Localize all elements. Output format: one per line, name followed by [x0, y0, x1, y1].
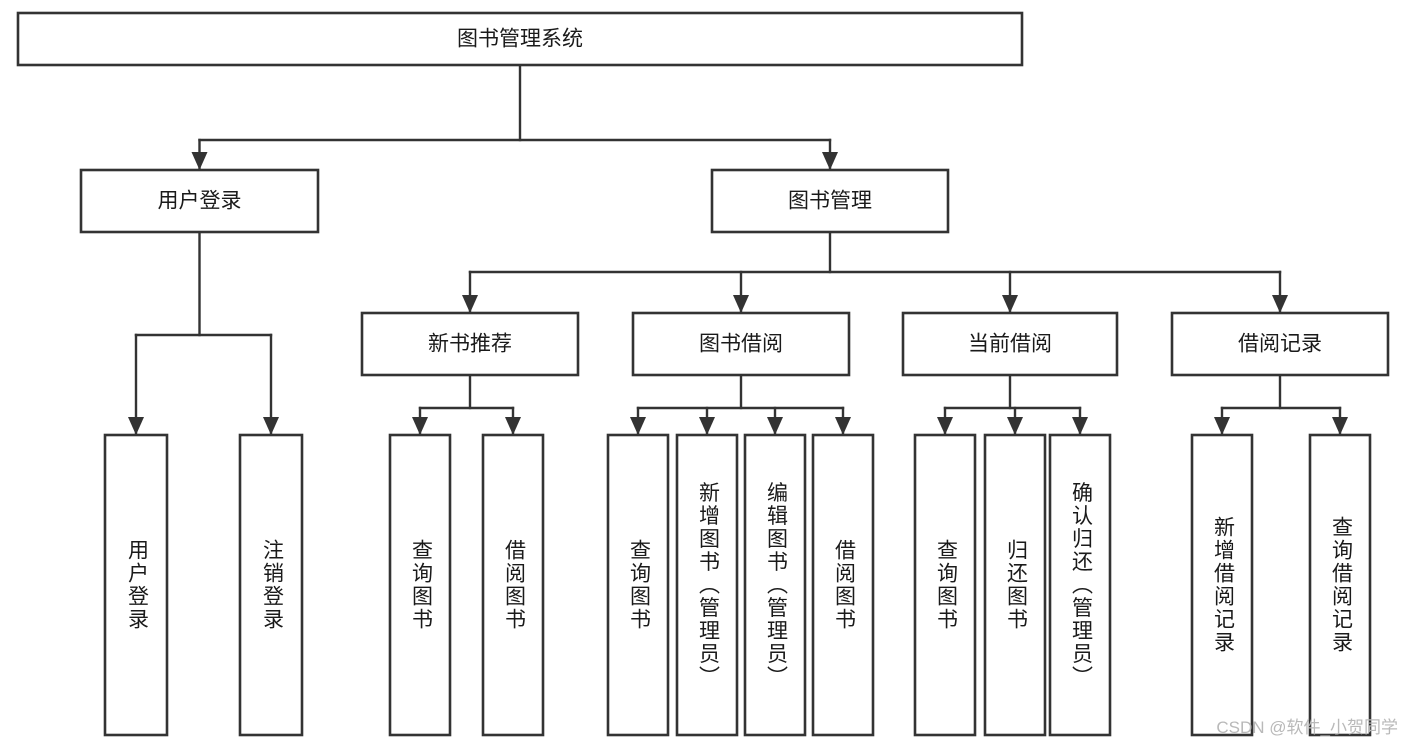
arrow-head-icon: [1007, 417, 1023, 435]
node-label: 确认归还（管理员）: [1069, 482, 1093, 689]
connector-layer: [128, 63, 1348, 437]
arrow-head-icon: [412, 417, 428, 435]
node-label: 注销登录: [260, 539, 284, 631]
edge-group-login: [128, 230, 279, 437]
node-box[interactable]: [606, 433, 670, 737]
node-leaf-query-book-2[interactable]: 查询图书: [606, 433, 670, 737]
arrow-head-icon: [1214, 417, 1230, 435]
edge-group-record: [1214, 373, 1348, 437]
arrow-head-icon: [1272, 295, 1288, 313]
node-box[interactable]: [743, 433, 807, 737]
node-leaf-query-book-1[interactable]: 查询图书: [388, 433, 452, 737]
arrow-head-icon: [835, 417, 851, 435]
arrow-head-icon: [1332, 417, 1348, 435]
node-login[interactable]: 用户登录: [79, 168, 320, 234]
node-label: 当前借阅: [968, 333, 1052, 356]
node-leaf-add-book[interactable]: 新增图书（管理员）: [675, 433, 739, 737]
arrow-head-icon: [699, 417, 715, 435]
arrow-head-icon: [1072, 417, 1088, 435]
node-label: 归还图书: [1004, 539, 1028, 631]
node-leaf-edit-book[interactable]: 编辑图书（管理员）: [743, 433, 807, 737]
node-box[interactable]: [675, 433, 739, 737]
node-box[interactable]: [1170, 311, 1390, 377]
arrow-head-icon: [822, 152, 838, 170]
node-box[interactable]: [983, 433, 1047, 737]
node-box[interactable]: [913, 433, 977, 737]
node-box[interactable]: [631, 311, 851, 377]
arrow-head-icon: [128, 417, 144, 435]
arrow-head-icon: [733, 295, 749, 313]
node-label: 图书管理系统: [457, 28, 583, 51]
node-label: 借阅图书: [832, 539, 856, 631]
node-leaf-user-login[interactable]: 用户登录: [103, 433, 169, 737]
node-label: 用户登录: [158, 190, 242, 213]
node-label: 编辑图书（管理员）: [764, 482, 788, 689]
node-leaf-return-book[interactable]: 归还图书: [983, 433, 1047, 737]
node-label: 查询借阅记录: [1329, 516, 1353, 654]
node-newbook[interactable]: 新书推荐: [360, 311, 580, 377]
node-leaf-add-record[interactable]: 新增借阅记录: [1190, 433, 1254, 737]
node-label: 图书管理: [788, 190, 872, 213]
arrow-head-icon: [462, 295, 478, 313]
edge-group-bookmgmt: [462, 230, 1288, 315]
node-root[interactable]: 图书管理系统: [16, 11, 1024, 67]
node-label: 借阅图书: [502, 539, 526, 631]
node-box[interactable]: [901, 311, 1119, 377]
arrow-head-icon: [630, 417, 646, 435]
csdn-watermark: CSDN @软件_小贺同学: [1216, 718, 1398, 737]
node-box[interactable]: [360, 311, 580, 377]
node-current[interactable]: 当前借阅: [901, 311, 1119, 377]
node-box[interactable]: [79, 168, 320, 234]
node-box[interactable]: [16, 11, 1024, 67]
node-label: 查询图书: [934, 539, 958, 631]
node-box[interactable]: [103, 433, 169, 737]
node-layer: 图书管理系统用户登录图书管理新书推荐图书借阅当前借阅借阅记录用户登录注销登录查询…: [16, 11, 1390, 737]
node-box[interactable]: [1190, 433, 1254, 737]
arrow-head-icon: [263, 417, 279, 435]
node-record[interactable]: 借阅记录: [1170, 311, 1390, 377]
node-box[interactable]: [1048, 433, 1112, 737]
node-box[interactable]: [811, 433, 875, 737]
edge-group-newbook: [412, 373, 521, 437]
node-box[interactable]: [238, 433, 304, 737]
node-box[interactable]: [710, 168, 950, 234]
node-leaf-query-record[interactable]: 查询借阅记录: [1308, 433, 1372, 737]
node-leaf-borrow-book-2[interactable]: 借阅图书: [811, 433, 875, 737]
node-box[interactable]: [388, 433, 452, 737]
arrow-head-icon: [937, 417, 953, 435]
arrow-head-icon: [505, 417, 521, 435]
arrow-head-icon: [1002, 295, 1018, 313]
arrow-head-icon: [191, 152, 208, 170]
node-label: 借阅记录: [1238, 333, 1322, 356]
node-label: 查询图书: [627, 539, 651, 631]
node-label: 新书推荐: [428, 333, 512, 356]
node-leaf-query-book-3[interactable]: 查询图书: [913, 433, 977, 737]
node-label: 查询图书: [409, 539, 433, 631]
edge-group-root: [191, 63, 838, 172]
node-leaf-logout[interactable]: 注销登录: [238, 433, 304, 737]
node-borrow[interactable]: 图书借阅: [631, 311, 851, 377]
edge-group-current: [937, 373, 1088, 437]
node-box[interactable]: [1308, 433, 1372, 737]
node-box[interactable]: [481, 433, 545, 737]
node-leaf-borrow-book-1[interactable]: 借阅图书: [481, 433, 545, 737]
node-leaf-confirm-return[interactable]: 确认归还（管理员）: [1048, 433, 1112, 737]
node-label: 新增借阅记录: [1211, 516, 1235, 654]
arrow-head-icon: [767, 417, 783, 435]
edge-group-borrow: [630, 373, 851, 437]
node-bookmgmt[interactable]: 图书管理: [710, 168, 950, 234]
node-label: 图书借阅: [699, 333, 783, 356]
node-label: 新增图书（管理员）: [696, 482, 720, 689]
node-label: 用户登录: [125, 539, 149, 631]
